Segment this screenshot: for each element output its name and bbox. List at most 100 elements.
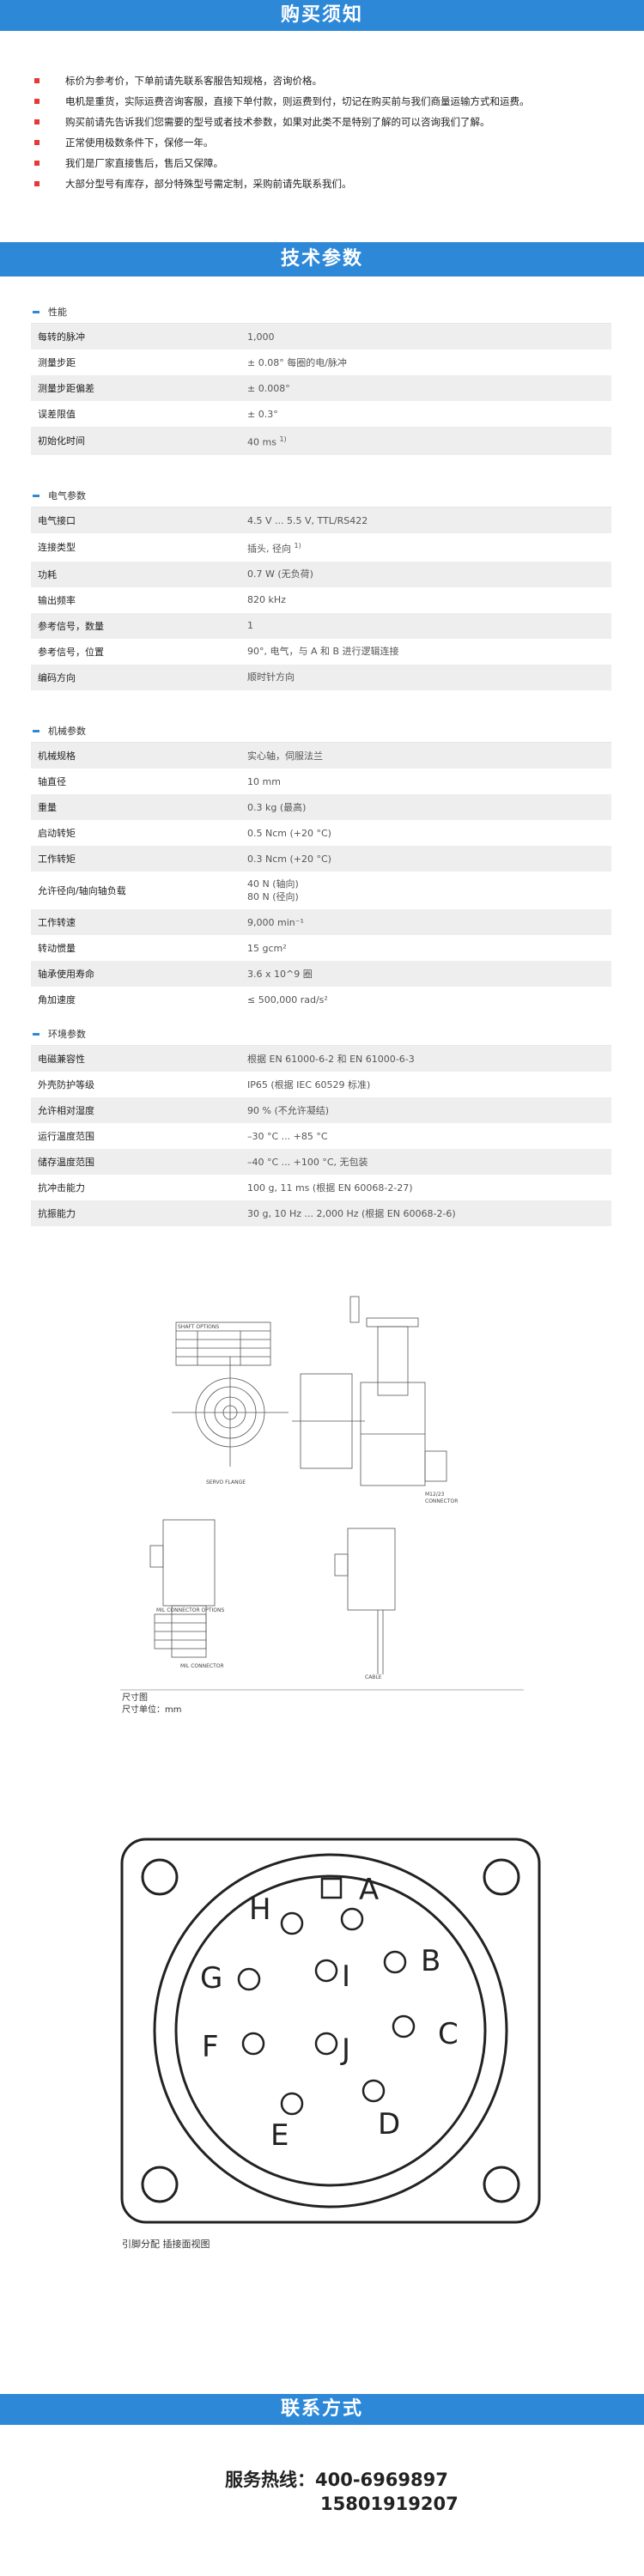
notice-banner-title: 购买须知	[280, 4, 363, 26]
spec-value: 9,000 min⁻¹	[247, 910, 611, 935]
spec-key: 储存温度范围	[38, 1157, 94, 1168]
spec-row: 连接类型插头, 径向 1)	[31, 533, 611, 562]
notice-text: 购买前请先告诉我们您需要的型号或者技术参数，如果对此类不是特别了解的可以咨询我们…	[65, 116, 490, 128]
spec-key: 抗振能力	[38, 1208, 76, 1219]
contact-hotline: 服务热线：400-6969897	[225, 2466, 448, 2492]
spec-section-title: 性能	[31, 302, 611, 324]
spec-key: 电磁兼容性	[38, 1054, 85, 1065]
spec-value-text: –30 °C ... +85 °C	[247, 1130, 328, 1142]
pin-label-j: J	[340, 2032, 350, 2067]
spec-value-text: 根据 EN 61000-6-2 和 EN 61000-6-3	[247, 1053, 415, 1065]
spec-row: 储存温度范围 –40 °C ... +100 °C, 无包装	[31, 1149, 611, 1175]
spec-section-title: 环境参数	[31, 1024, 611, 1046]
spec-key: 连接类型	[38, 542, 76, 554]
section-marker-icon	[33, 311, 39, 313]
spec-value-text: 0.7 W (无负荷)	[247, 568, 313, 580]
section-title-text: 机械参数	[48, 726, 86, 737]
contact-banner-title: 联系方式	[280, 2398, 363, 2420]
notice-item: 购买前请先告诉我们您需要的型号或者技术参数，如果对此类不是特别了解的可以咨询我们…	[31, 112, 632, 132]
spec-value: ≤ 500,000 rad/s²	[247, 987, 611, 1012]
spec-section: 环境参数电磁兼容性 根据 EN 61000-6-2 和 EN 61000-6-3 外…	[31, 1024, 611, 1226]
spec-row: 运行温度范围 –30 °C ... +85 °C	[31, 1123, 611, 1149]
spec-value-text: 1	[247, 620, 253, 632]
spec-row: 电磁兼容性 根据 EN 61000-6-2 和 EN 61000-6-3	[31, 1046, 611, 1072]
spec-key: 初始化时间	[38, 435, 85, 447]
spec-key: 电气接口	[38, 515, 76, 526]
footnote-marker: 1)	[294, 542, 301, 550]
dimension-drawing: SHAFT OPTIONS SERVO FLANGE M12/23 CONNEC…	[120, 1271, 524, 1700]
bullet-icon	[34, 161, 39, 166]
pin-label-d: D	[378, 2107, 400, 2142]
spec-row: 角加速度≤ 500,000 rad/s²	[31, 987, 611, 1012]
spec-value-text: ≤ 500,000 rad/s²	[247, 993, 328, 1005]
spec-row: 误差限值± 0.3°	[31, 401, 611, 427]
spec-value: 实心轴，伺服法兰	[247, 744, 611, 769]
spec-value: ± 0.008°	[247, 376, 611, 401]
spec-value: ± 0.08° 每圈的电/脉冲	[247, 350, 611, 375]
spec-value: 10 mm	[247, 769, 611, 794]
spec-key: 功耗	[38, 568, 57, 580]
spec-row: 参考信号，数量 1	[31, 612, 611, 639]
spec-value: –30 °C ... +85 °C	[247, 1124, 611, 1149]
drawing-caption-1: 尺寸图	[122, 1693, 148, 1703]
spec-value: 40 ms 1)	[247, 427, 611, 455]
spec-value-text: 9,000 min⁻¹	[247, 916, 304, 928]
notice-item: 我们是厂家直接售后，售后又保障。	[31, 153, 632, 173]
spec-value: 30 g, 10 Hz ... 2,000 Hz (根据 EN 60068-2-…	[247, 1201, 611, 1226]
bullet-icon	[34, 99, 39, 104]
contact-banner: 联系方式	[0, 2394, 644, 2425]
mil-options-title: MIL CONNECTOR OPTIONS	[156, 1607, 225, 1613]
spec-value-text: 顺时针方向	[247, 671, 295, 683]
notice-banner: 购买须知	[0, 0, 644, 31]
spec-key: 参考信号，数量	[38, 620, 104, 632]
spec-value: ± 0.3°	[247, 402, 611, 427]
specs-banner-title: 技术参数	[280, 248, 363, 270]
spec-value-text: 820 kHz	[247, 594, 286, 606]
spec-key: 运行温度范围	[38, 1131, 94, 1142]
spec-value-text: 15 gcm²	[247, 942, 287, 954]
pin-label-a: A	[359, 1873, 379, 1907]
cable-label: CABLE	[365, 1674, 382, 1680]
spec-section-title: 电气参数	[31, 486, 611, 507]
spec-row: 输出频率 820 kHz	[31, 587, 611, 613]
section-title-text: 性能	[48, 307, 67, 318]
spec-key: 允许相对湿度	[38, 1105, 94, 1116]
notice-text: 正常使用极数条件下，保修一年。	[65, 137, 214, 149]
spec-key: 测量步距偏差	[38, 383, 94, 394]
section-marker-icon	[33, 730, 39, 732]
spec-value: IP65 (根据 IEC 60529 标准)	[247, 1072, 611, 1097]
notice-item: 大部分型号有库存，部分特殊型号需定制，采购前请先联系我们。	[31, 173, 632, 194]
spec-value: 15 gcm²	[247, 936, 611, 961]
notice-text: 标价为参考价，下单前请先联系客服告知规格，咨询价格。	[65, 75, 322, 87]
hotline-phone-1[interactable]: 400-6969897	[315, 2470, 448, 2490]
notice-list: 标价为参考价，下单前请先联系客服告知规格，咨询价格。电机是重货，实际运费咨询客服…	[31, 70, 632, 194]
spec-key: 参考信号，位置	[38, 646, 104, 658]
pin-label-c: C	[438, 2017, 459, 2051]
footnote-marker: 1)	[279, 435, 287, 443]
contact-phone-2: 15801919207	[320, 2494, 459, 2514]
spec-key: 抗冲击能力	[38, 1182, 85, 1194]
spec-row: 抗冲击能力 100 g, 11 ms (根据 EN 60068-2-27)	[31, 1175, 611, 1200]
spec-value: –40 °C ... +100 °C, 无包装	[247, 1150, 611, 1175]
spec-value-text: IP65 (根据 IEC 60529 标准)	[247, 1078, 371, 1091]
spec-value-text-2: 80 N (径向)	[247, 891, 299, 902]
spec-value-text: 90°, 电气，与 A 和 B 进行逻辑连接	[247, 646, 399, 658]
spec-value: 根据 EN 61000-6-2 和 EN 61000-6-3	[247, 1047, 611, 1072]
spec-row: 功耗 0.7 W (无负荷)	[31, 561, 611, 587]
spec-value-text: 100 g, 11 ms (根据 EN 60068-2-27)	[247, 1182, 413, 1194]
spec-row: 外壳防护等级 IP65 (根据 IEC 60529 标准)	[31, 1072, 611, 1097]
specs-banner: 技术参数	[0, 242, 644, 276]
spec-row: 抗振能力 30 g, 10 Hz ... 2,000 Hz (根据 EN 6006…	[31, 1200, 611, 1226]
hotline-phone-2[interactable]: 15801919207	[320, 2494, 459, 2514]
spec-key: 输出频率	[38, 594, 76, 606]
spec-key: 外壳防护等级	[38, 1079, 94, 1091]
section-marker-icon	[33, 1033, 39, 1036]
spec-value: 40 N (轴向)80 N (径向)	[247, 872, 611, 909]
notice-text: 电机是重货，实际运费咨询客服，直接下单付款，则运费到付，切记在购买前与我们商量运…	[65, 95, 530, 107]
